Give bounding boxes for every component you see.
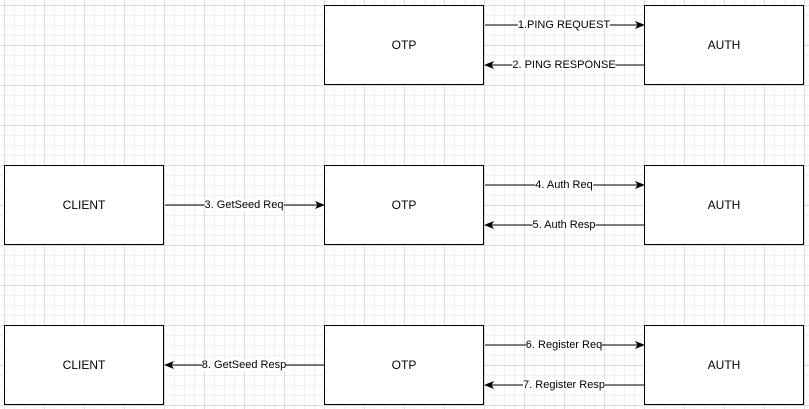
auth-box[interactable]: AUTH [644,165,804,245]
node-label: AUTH [707,358,741,372]
edge-label-auth-req: 4. Auth Req [535,179,593,191]
client-box[interactable]: CLIENT [4,165,164,245]
otp-box[interactable]: OTP [324,325,484,405]
node-label: AUTH [707,198,741,212]
node-label: AUTH [707,38,741,52]
node-label: CLIENT [62,358,106,372]
edge-label-ping-response: 2. PING RESPONSE [512,59,616,71]
otp-box[interactable]: OTP [324,165,484,245]
edge-label-ping-request: 1.PING REQUEST [517,19,611,31]
auth-box[interactable]: AUTH [644,325,804,405]
edge-label-auth-resp: 5. Auth Resp [532,219,596,231]
auth-box[interactable]: AUTH [644,5,804,85]
node-label: OTP [391,38,417,52]
node-label: OTP [391,198,417,212]
edge-label-register-resp: 7. Register Resp [523,379,605,391]
otp-box[interactable]: OTP [324,5,484,85]
edge-label-getseed-req: 3. GetSeed Req [204,199,284,211]
edge-label-register-req: 6. Register Req [525,339,603,351]
edge-label-getseed-resp: 8. GetSeed Resp [201,359,287,371]
client-box[interactable]: CLIENT [4,325,164,405]
node-label: OTP [391,358,417,372]
node-label: CLIENT [62,198,106,212]
